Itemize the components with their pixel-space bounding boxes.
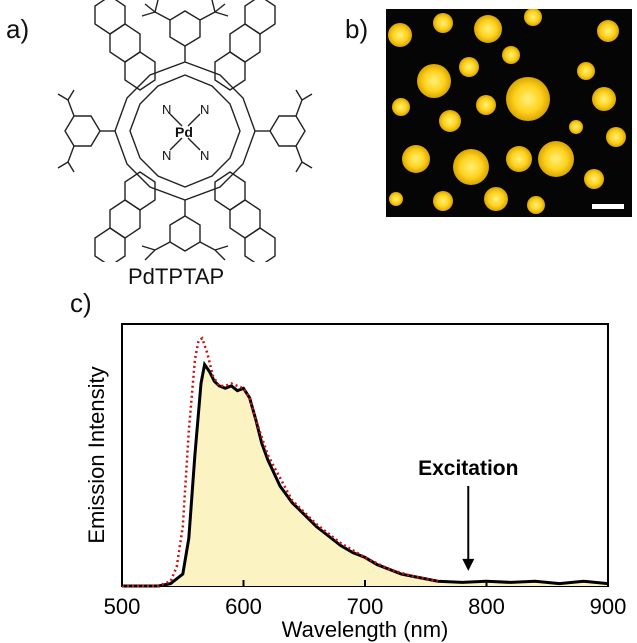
- particles: [388, 9, 626, 214]
- molecule-name: PdTPTAP: [128, 264, 225, 289]
- particle-micrograph: [386, 9, 632, 217]
- annotation-arrow-head: [462, 558, 475, 571]
- annotation-label: Excitation: [418, 457, 518, 480]
- panel-label-b: b): [345, 14, 369, 44]
- x-tick-label: 900: [590, 594, 627, 619]
- x-tick-label: 800: [468, 594, 505, 619]
- series-line-solid: [122, 360, 609, 588]
- emission-area-fill: [122, 364, 608, 586]
- nitrogen-atom-label: N: [200, 102, 209, 117]
- x-tick-label: 700: [347, 594, 384, 619]
- scale-bar: [592, 204, 624, 209]
- x-tick-label: 500: [104, 594, 141, 619]
- x-tick-label: 600: [225, 594, 262, 619]
- x-axis-label: Wavelength (nm): [282, 617, 449, 642]
- nitrogen-atom-label: N: [162, 148, 171, 163]
- palladium-atom-label: Pd: [175, 124, 193, 140]
- panel-label-a: a): [6, 14, 30, 44]
- y-axis-label: Emission Intensity: [84, 366, 109, 543]
- series-line-dotted: [122, 336, 439, 588]
- molecule-structure: N N N N Pd: [57, 0, 313, 262]
- nitrogen-atom-label: N: [200, 148, 209, 163]
- nitrogen-atom-label: N: [162, 102, 171, 117]
- emission-spectrum-chart: 500 600 700 800 900 Wavelength (nm) Emission…: [84, 323, 627, 642]
- panel-label-c: c): [70, 288, 92, 318]
